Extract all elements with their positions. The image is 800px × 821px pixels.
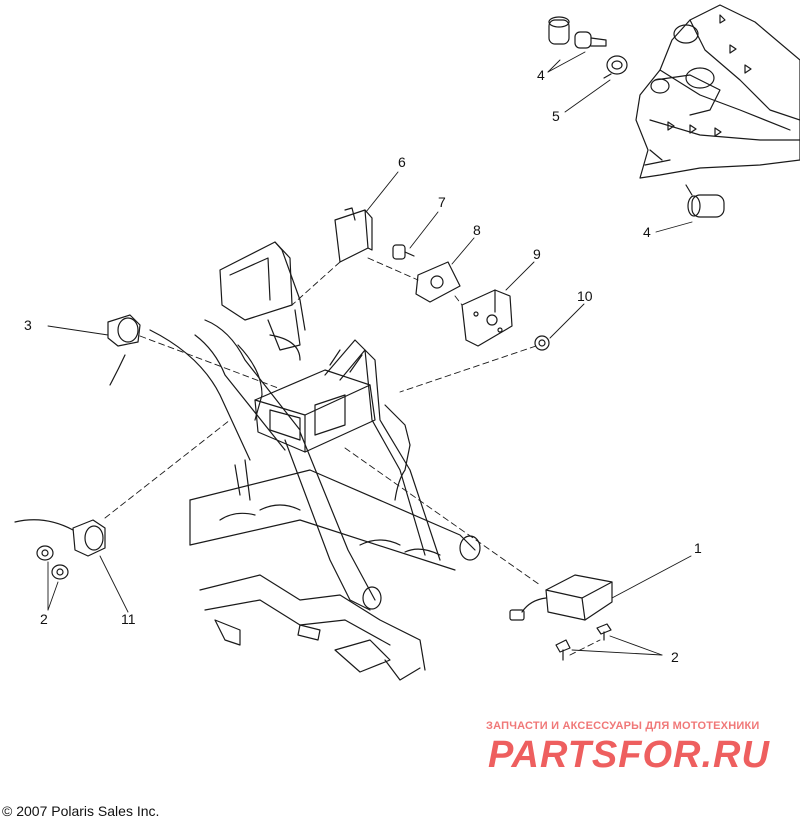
callout-leaders bbox=[47, 51, 693, 656]
callout-labels: 1 2 2 3 4 4 5 6 7 8 9 10 11 bbox=[24, 67, 702, 665]
module-6 bbox=[334, 207, 373, 263]
callout-10: 10 bbox=[577, 288, 593, 304]
key-switch bbox=[548, 16, 628, 79]
callout-4-lower: 4 bbox=[643, 224, 651, 240]
callout-3: 3 bbox=[24, 317, 32, 333]
callout-9: 9 bbox=[533, 246, 541, 262]
assembly-leaders bbox=[104, 257, 601, 656]
callout-5: 5 bbox=[552, 108, 560, 124]
callout-2-right: 2 bbox=[671, 649, 679, 665]
copyright-notice: © 2007 Polaris Sales Inc. bbox=[2, 803, 160, 819]
bracket-9 bbox=[461, 289, 513, 347]
screw-set-right bbox=[555, 623, 612, 661]
horn-3 bbox=[107, 314, 141, 386]
callout-1: 1 bbox=[694, 540, 702, 556]
plate-8 bbox=[415, 261, 461, 303]
front-fender-pod bbox=[635, 4, 800, 179]
controller-1 bbox=[509, 574, 613, 621]
nut-10 bbox=[534, 335, 550, 351]
callout-7: 7 bbox=[438, 194, 446, 210]
callout-6: 6 bbox=[398, 154, 406, 170]
watermark-tagline: ЗАПЧАСТИ И АКСЕССУАРЫ ДЛЯ МОТОТЕХНИКИ bbox=[486, 720, 760, 732]
callout-4-upper: 4 bbox=[537, 67, 545, 83]
callout-8: 8 bbox=[473, 222, 481, 238]
nut-set-left bbox=[36, 545, 69, 580]
bolt-7 bbox=[392, 244, 415, 260]
main-frame bbox=[149, 241, 481, 681]
fender-connector bbox=[685, 184, 725, 218]
horn-11 bbox=[14, 519, 106, 557]
watermark-logo: PARTSFOR.RU bbox=[488, 734, 770, 776]
callout-11: 11 bbox=[121, 611, 136, 627]
callout-2-left: 2 bbox=[40, 611, 48, 627]
